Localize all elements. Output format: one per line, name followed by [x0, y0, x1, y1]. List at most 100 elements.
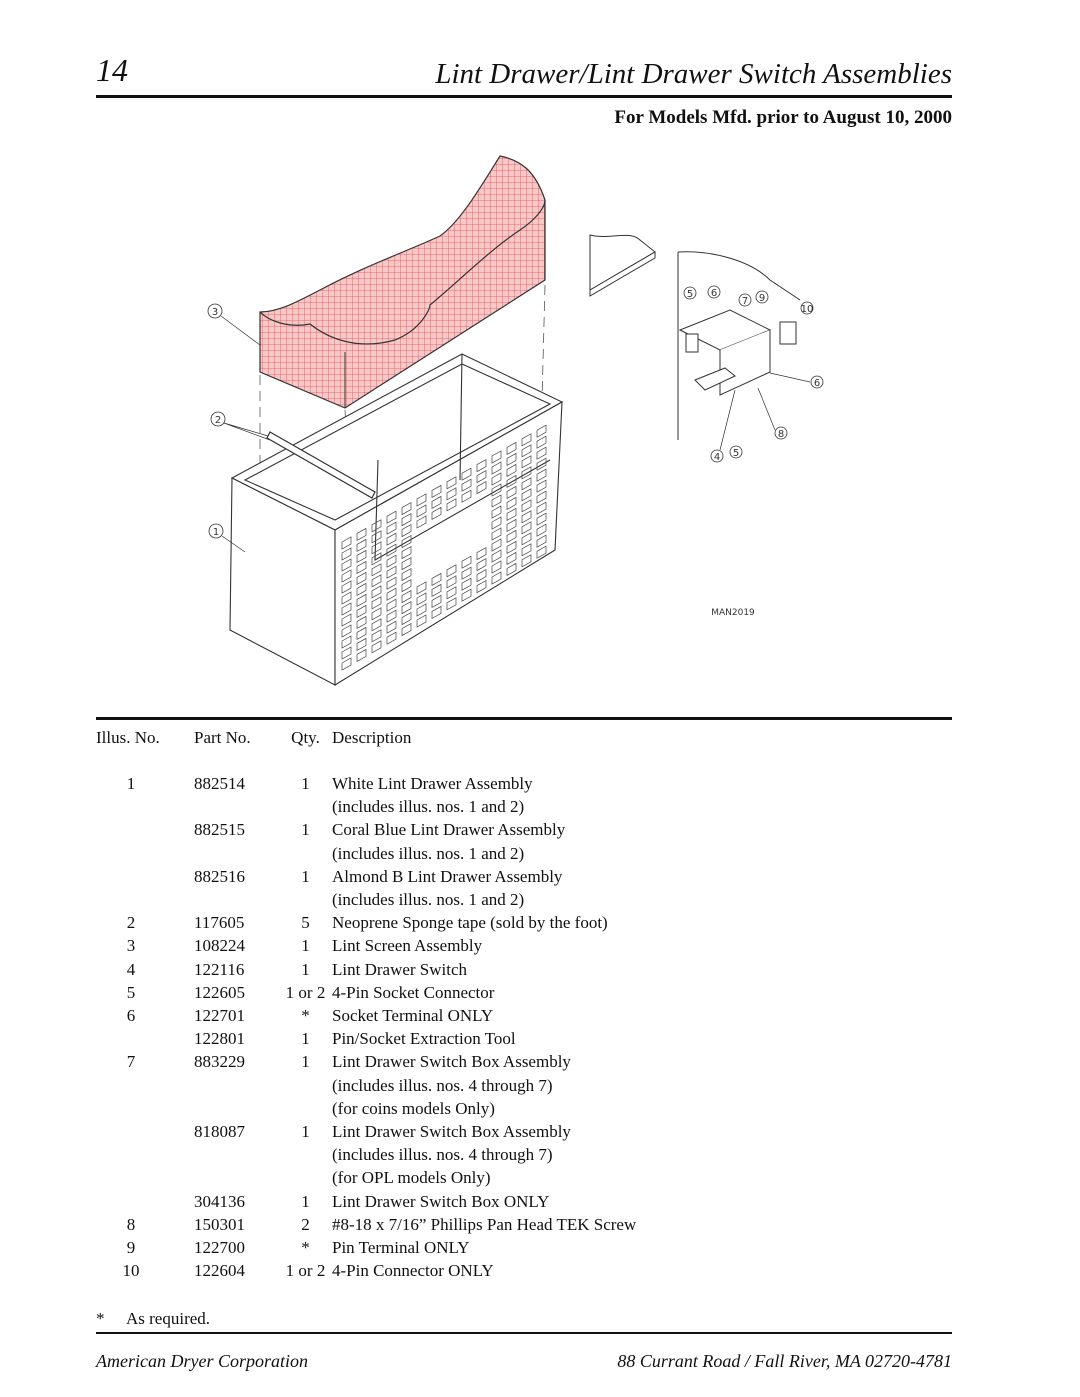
perforation-hole — [521, 499, 532, 513]
footer-rule — [96, 1332, 952, 1334]
perforation-hole — [416, 592, 427, 606]
illus-cell: 5 — [126, 982, 136, 1002]
perforation-hole — [461, 478, 472, 492]
perforation-hole — [476, 459, 487, 473]
perforation-hole — [491, 549, 502, 563]
qty-cell: 2 — [301, 1214, 310, 1234]
perforation-hole — [341, 558, 352, 572]
header-part: Part No. — [194, 728, 251, 747]
perforation-hole — [521, 455, 532, 469]
callout-6b: 6 — [814, 378, 820, 389]
perforation-hole — [521, 488, 532, 502]
perforation-hole — [401, 612, 412, 626]
perforation-hole — [491, 450, 502, 464]
perforation-hole — [506, 507, 517, 521]
perforation-hole — [386, 587, 397, 601]
callout-8: 8 — [778, 429, 784, 440]
illus-cell: 8 — [126, 1214, 136, 1234]
perforation-hole — [521, 510, 532, 524]
callout-5b: 5 — [733, 448, 739, 459]
illus-cell — [96, 1074, 194, 1097]
header-qty: Qty. — [291, 728, 320, 747]
perforation-hole — [371, 607, 382, 621]
perforation-hole — [386, 510, 397, 524]
perforation-hole — [356, 637, 367, 651]
page-title: Lint Drawer/Lint Drawer Switch Assemblie… — [435, 58, 952, 90]
perforation-hole — [341, 580, 352, 594]
perforation-hole — [341, 602, 352, 616]
perforation-hole — [536, 468, 547, 482]
perforation-hole — [521, 444, 532, 458]
perforation-hole — [461, 566, 472, 580]
perforation-hole — [386, 609, 397, 623]
callout-2: 2 — [215, 415, 221, 426]
perforation-hole — [401, 590, 412, 604]
switch-box-drawing — [677, 251, 801, 440]
table-row: (includes illus. nos. 4 through 7) — [96, 1143, 932, 1166]
illus-cell — [96, 1097, 194, 1120]
perforation-hole — [536, 435, 547, 449]
part-no-cell: 304136 — [194, 1191, 245, 1211]
part-no-cell: 818087 — [194, 1122, 245, 1142]
perforation-hole — [356, 604, 367, 618]
table-row: (includes illus. nos. 1 and 2) — [96, 842, 932, 865]
part-no-cell: 882516 — [194, 866, 245, 886]
part-no-cell — [194, 1097, 279, 1120]
qty-cell — [279, 1143, 332, 1166]
perforation-hole — [416, 581, 427, 595]
perforation-hole — [446, 487, 457, 501]
perforation-hole — [416, 515, 427, 529]
perforation-hole — [461, 467, 472, 481]
description-cell: (includes illus. nos. 1 and 2) — [332, 797, 525, 817]
callout-10: 10 — [801, 304, 814, 315]
perforation-hole — [521, 477, 532, 491]
header-desc: Description — [332, 728, 412, 747]
illus-cell: 4 — [126, 959, 136, 979]
lint-drawer-drawing — [229, 353, 564, 686]
illus-cell: 2 — [126, 913, 136, 933]
description-cell: Lint Drawer Switch Box Assembly — [332, 1122, 571, 1142]
perforation-hole — [506, 441, 517, 455]
perforation-hole — [536, 501, 547, 515]
perforation-hole — [356, 648, 367, 662]
perforation-hole — [476, 481, 487, 495]
part-no-cell — [194, 795, 279, 818]
perforation-hole — [431, 506, 442, 520]
qty-cell — [279, 1074, 332, 1097]
perforation-hole — [341, 646, 352, 660]
perforation-hole — [356, 527, 367, 541]
callout-3: 3 — [212, 307, 218, 318]
perforation-hole — [446, 575, 457, 589]
description-cell: (includes illus. nos. 1 and 2) — [332, 890, 525, 910]
table-row: (includes illus. nos. 1 and 2) — [96, 795, 932, 818]
perforation-hole — [371, 596, 382, 610]
description-cell: (for OPL models Only) — [332, 1168, 491, 1188]
perforation-hole — [446, 586, 457, 600]
qty-cell: * — [301, 1006, 310, 1026]
part-no-cell — [194, 842, 279, 865]
illus-cell — [96, 795, 194, 818]
perforation-hole — [491, 560, 502, 574]
illus-cell — [96, 888, 194, 911]
callout-7: 7 — [742, 296, 748, 307]
footer-address: 88 Currant Road / Fall River, MA 02720-4… — [617, 1351, 952, 1371]
perforation-hole — [401, 535, 412, 549]
description-cell: Lint Screen Assembly — [332, 936, 483, 956]
qty-cell — [279, 1166, 332, 1189]
perforation-hole — [356, 571, 367, 585]
perforation-hole — [521, 466, 532, 480]
qty-cell: 1 — [301, 1052, 310, 1072]
perforation-hole — [476, 470, 487, 484]
perforation-hole — [356, 582, 367, 596]
perforation-hole — [401, 601, 412, 615]
illus-cell — [96, 1027, 194, 1050]
perforation-hole — [506, 529, 517, 543]
description-cell: #8-18 x 7/16” Phillips Pan Head TEK Scre… — [332, 1214, 637, 1234]
callout-1: 1 — [213, 527, 219, 538]
perforation-hole — [506, 496, 517, 510]
